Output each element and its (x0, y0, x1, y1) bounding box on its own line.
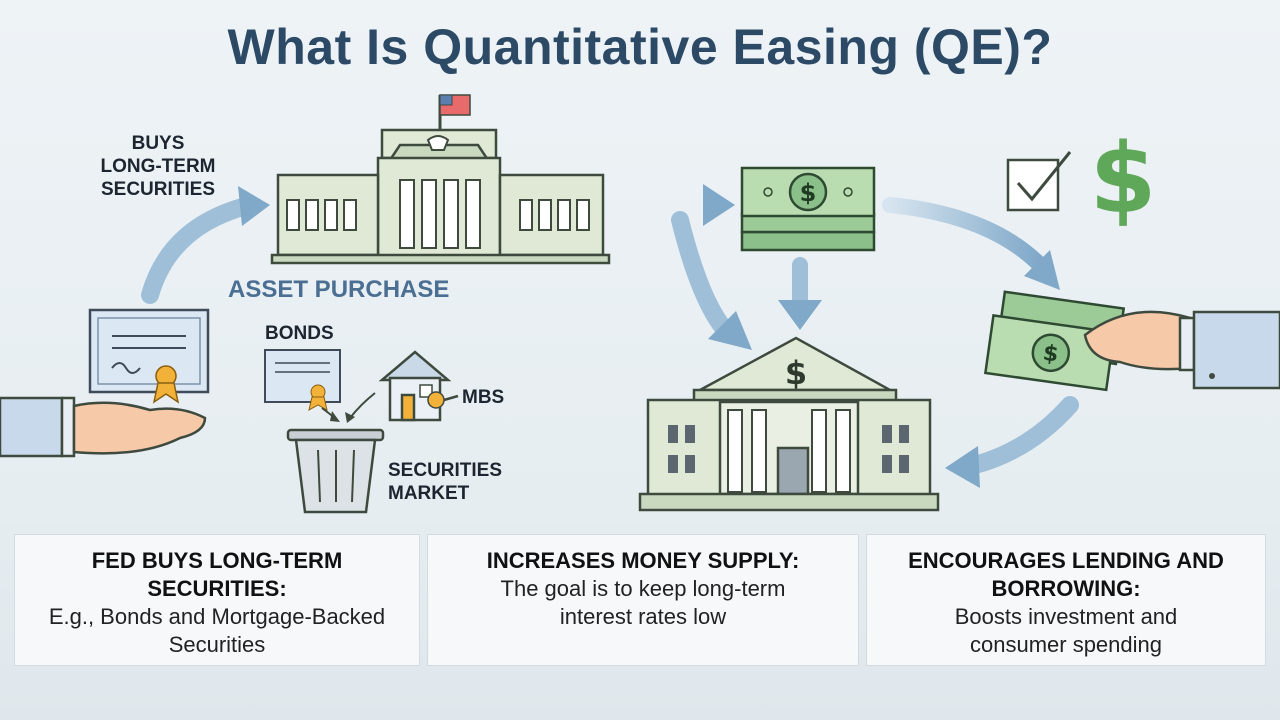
arrow-house-to-market (349, 392, 376, 419)
panel-lending: ENCOURAGES LENDING AND BORROWING: Boosts… (866, 534, 1266, 666)
arrow-to-hand-head (1024, 250, 1060, 290)
cash-hand-icon: $ (983, 290, 1280, 392)
svg-text:$: $ (800, 179, 817, 207)
svg-text:$: $ (1041, 341, 1060, 368)
arrow-back-to-bank (966, 396, 1079, 474)
panel-body: Boosts investment and consumer spending (954, 604, 1178, 657)
arrow-to-hand (882, 197, 1048, 273)
dollar-sign-icon: $ (1090, 123, 1157, 235)
panel-heading: FED BUYS LONG-TERM SECURITIES: (91, 548, 343, 601)
panel-body: E.g., Bonds and Mortgage-Backed Securiti… (48, 604, 386, 657)
page-title: What Is Quantitative Easing (QE)? (227, 19, 1053, 75)
arrow-back-to-bank-head (945, 446, 980, 488)
bank-building-icon: $ (638, 336, 940, 512)
house-key-icon (378, 350, 459, 422)
buys-securities-label: BUYS LONG-TERM SECURITIES (100, 133, 216, 200)
arrow-to-cash-head (703, 184, 735, 226)
flow-arrows (141, 184, 1079, 488)
panel-money-supply: INCREASES MONEY SUPPLY: The goal is to k… (427, 534, 859, 666)
cash-stack-icon: $ (740, 166, 876, 252)
panel-heading: ENCOURAGES LENDING AND BORROWING: (908, 548, 1224, 601)
certificate-icon (88, 308, 210, 404)
arrow-to-fed-head (238, 186, 270, 226)
arrow-to-bank-curve-head (708, 311, 752, 350)
bonds-label: BONDS (265, 323, 334, 344)
securities-market-basket-icon (286, 428, 385, 514)
mbs-label: MBS (462, 387, 505, 408)
securities-market-label: SECURITIES MARKET (388, 460, 503, 504)
panel-body: The goal is to keep long-term interest r… (500, 576, 786, 629)
arrow-house-to-market-head (345, 412, 355, 423)
arrow-to-fed (141, 196, 259, 304)
arrow-to-bank-curve (671, 211, 734, 339)
asset-purchase-label: ASSET PURCHASE (228, 276, 450, 303)
arrow-bond-to-market-head (330, 411, 340, 422)
panel-fed-buys: FED BUYS LONG-TERM SECURITIES: E.g., Bon… (14, 534, 420, 666)
checkbox-icon (1006, 151, 1072, 212)
federal-reserve-icon (270, 94, 611, 265)
bond-certificate-icon (264, 349, 341, 411)
panel-heading: INCREASES MONEY SUPPLY: (486, 548, 800, 573)
svg-text:$: $ (785, 354, 807, 392)
giving-hand-icon (0, 396, 207, 458)
arrow-cash-to-bank-head (778, 300, 822, 330)
